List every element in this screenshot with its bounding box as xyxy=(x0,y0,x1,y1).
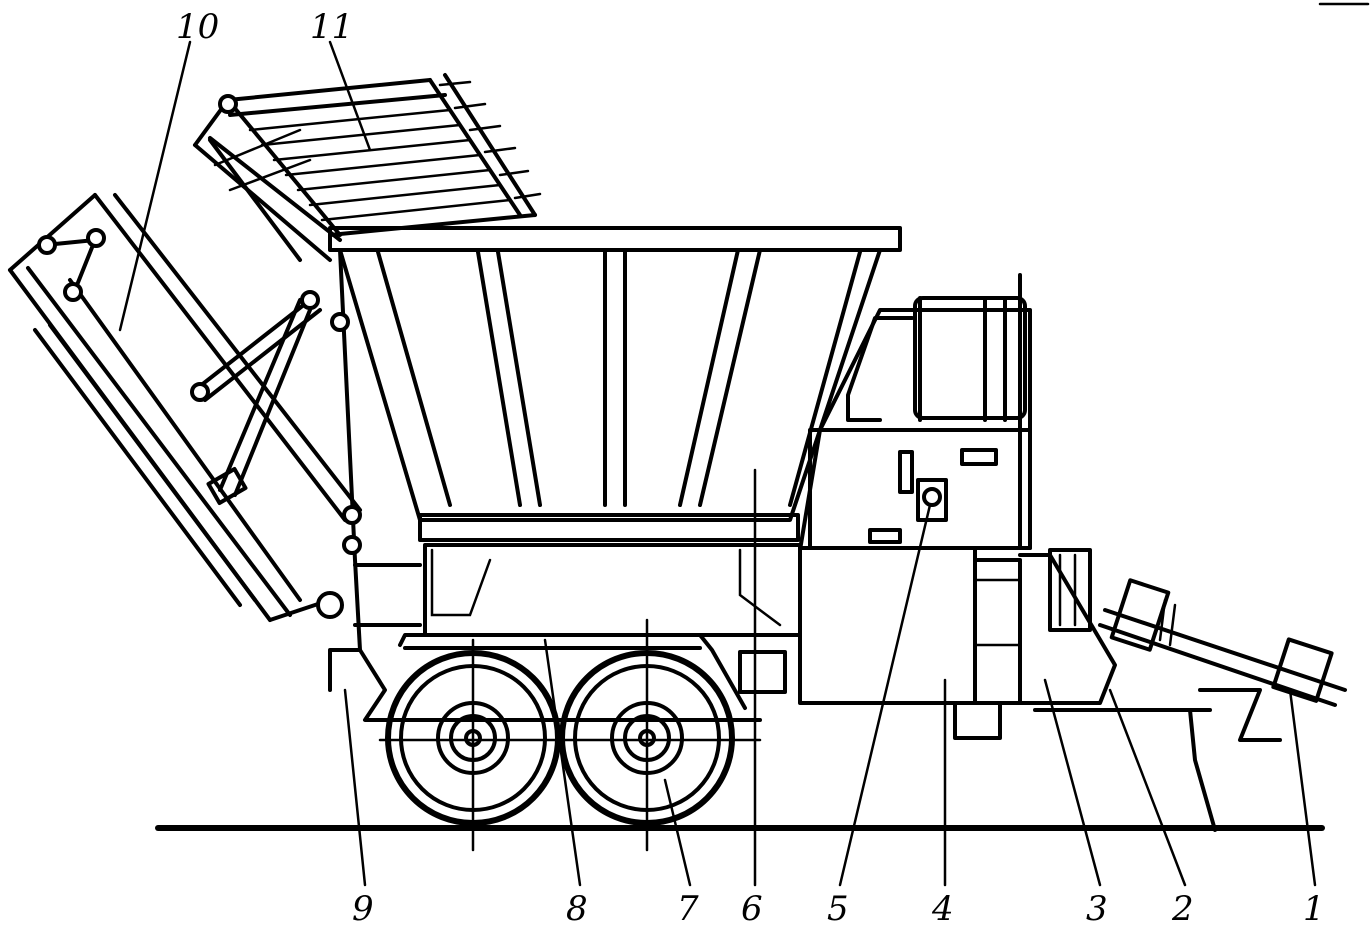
callout-2: 2 xyxy=(1171,889,1194,929)
callout-4: 4 xyxy=(931,889,954,929)
bogie-frame xyxy=(398,633,747,710)
cab xyxy=(798,273,1032,552)
callout-9: 9 xyxy=(352,889,374,929)
callout-1: 1 xyxy=(1303,889,1325,929)
callout-labels: 1 2 3 4 5 6 7 8 9 10 11 xyxy=(176,7,1325,929)
leader-lines xyxy=(118,40,1317,887)
top-conveyor xyxy=(193,73,542,262)
hopper xyxy=(328,226,902,542)
chassis xyxy=(798,546,1282,832)
elevator xyxy=(8,193,362,622)
callout-11: 11 xyxy=(310,7,353,47)
callout-10: 10 xyxy=(176,7,219,47)
callout-8: 8 xyxy=(566,889,588,929)
callout-7: 7 xyxy=(677,889,699,929)
wheel-front xyxy=(559,618,735,852)
hydraulic-strut xyxy=(190,290,350,506)
callout-3: 3 xyxy=(1086,889,1108,929)
wheel-rear xyxy=(385,638,561,852)
callout-6: 6 xyxy=(741,889,763,929)
callout-5: 5 xyxy=(827,889,849,929)
drive-shaft xyxy=(1098,578,1347,707)
